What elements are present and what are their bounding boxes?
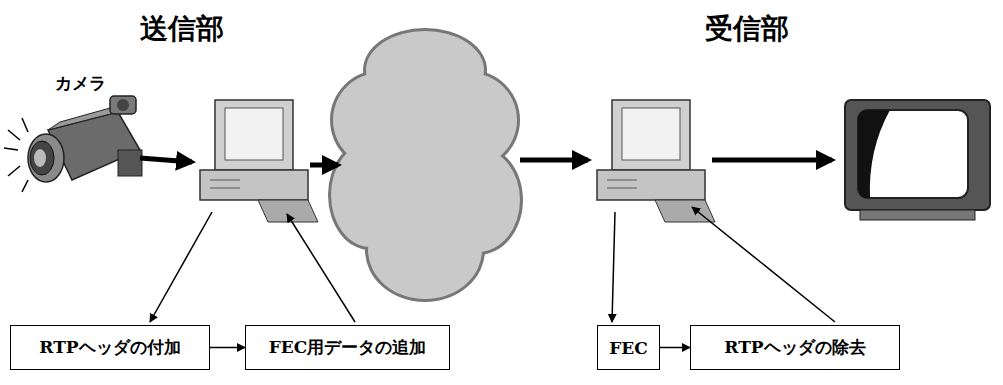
flow-arrow <box>660 347 690 349</box>
sender-computer <box>215 100 293 170</box>
network-cloud <box>328 28 523 302</box>
process-box: RTPヘッダの除去 <box>690 325 900 370</box>
network-cloud <box>328 28 523 302</box>
process-box: RTPヘッダの付加 <box>10 325 210 370</box>
display-monitor <box>858 110 968 198</box>
network-cloud <box>370 90 480 240</box>
receiver-computer <box>607 180 637 181</box>
camera-icon <box>4 148 18 150</box>
display-monitor <box>845 100 990 210</box>
camera-icon <box>8 166 20 176</box>
box-text: RTPヘッダの除去 <box>724 336 865 359</box>
display-monitor <box>845 100 990 220</box>
display-monitor <box>858 110 890 198</box>
section-heading: 送信部 <box>140 10 224 48</box>
signal-flow-arrow <box>140 158 192 162</box>
process-arrow <box>692 207 835 322</box>
process-arrow <box>287 214 355 322</box>
receiver-computer <box>622 108 680 160</box>
process-box: FEC <box>597 325 660 370</box>
camera-icon <box>117 99 129 111</box>
sender-computer <box>210 180 240 181</box>
receiver-computer <box>597 100 715 222</box>
signal-flow-arrow <box>310 163 338 168</box>
process-arrow <box>612 212 615 322</box>
camera-icon <box>48 108 118 130</box>
sender-computer <box>200 100 318 222</box>
sender-computer <box>200 170 308 200</box>
signal-flow-arrow <box>712 158 832 163</box>
sender-computer <box>210 188 240 189</box>
network-cloud <box>331 31 520 299</box>
process-arrow <box>150 212 212 322</box>
display-monitor <box>860 210 975 220</box>
receiver-computer <box>612 100 690 170</box>
camera-icon <box>30 141 54 175</box>
sender-computer <box>258 200 318 222</box>
camera-icon <box>118 150 142 176</box>
box-text: RTPヘッダの付加 <box>39 336 180 359</box>
receiver-computer <box>607 188 637 189</box>
signal-flow-arrow <box>140 158 832 165</box>
signal-flow-arrow <box>520 158 588 163</box>
box-text: FEC <box>609 338 648 358</box>
process-arrow <box>150 207 835 322</box>
camera-icon <box>28 134 64 182</box>
camera-icon <box>110 96 136 114</box>
camera-icon <box>22 118 28 132</box>
camera-icon <box>4 96 142 192</box>
sender-computer <box>225 108 283 160</box>
device-label: カメラ <box>55 72 106 95</box>
section-heading: 受信部 <box>705 10 789 48</box>
receiver-computer <box>597 170 705 200</box>
camera-icon <box>34 149 46 167</box>
camera-icon <box>8 130 20 140</box>
box-text: FEC用データの追加 <box>269 336 427 359</box>
flow-arrow <box>210 347 245 349</box>
camera-icon <box>22 180 28 192</box>
process-box: FEC用データの追加 <box>245 325 450 370</box>
